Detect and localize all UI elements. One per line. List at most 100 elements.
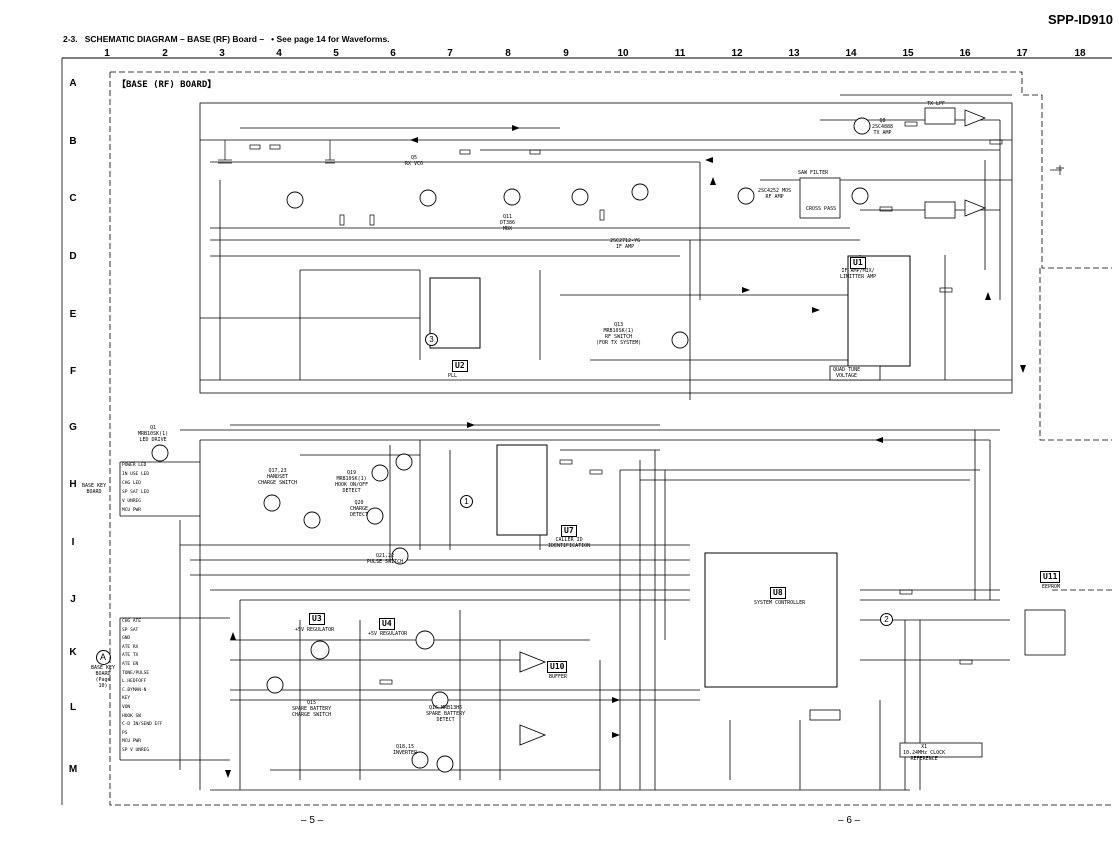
row-letter: L (69, 702, 77, 713)
ic-u2-description: PLL (448, 373, 458, 379)
ic-u1-label: U1 (850, 257, 866, 269)
ic-u4-label: U4 (379, 618, 395, 630)
base-key-pin-label: IN USE LED (122, 472, 150, 477)
ic-u3-description: +5V REGULATOR (295, 627, 335, 633)
connector-a-badge: A (95, 650, 111, 665)
connector-a-pin-label: ATE RX (122, 644, 139, 650)
column-number: 9 (563, 48, 569, 59)
clock-reference-label: X1 10.24MHz CLOCK REFERENCE (903, 744, 946, 762)
connector-a-pin-label: SP V UNREG (122, 748, 150, 753)
ic-u8-description: SYSTEM CONTROLLER (754, 600, 806, 606)
row-letter: I (71, 537, 75, 548)
spare-battery-detect: Q16 MRB13H5 SPARE BATTERY DETECT (426, 705, 466, 723)
ic-u11-label: U11 (1040, 571, 1061, 583)
quad-tune-label: QUAD TUNE VOLTAGE (833, 367, 861, 379)
column-number: 11 (674, 48, 686, 59)
rf-amp-transistor: 2SC4252 MOS RF AMP (758, 188, 792, 200)
base-key-pin-label: POWER LED (122, 463, 147, 468)
column-number: 3 (219, 48, 225, 59)
model-number: SPP-ID910 (1047, 12, 1113, 27)
diagram-title: SCHEMATIC DIAGRAM – BASE (RF) Board – (84, 34, 265, 44)
diagram-heading: 2-3. SCHEMATIC DIAGRAM – BASE (RF) Board… (63, 34, 390, 44)
connector-a-pin-label: MCU PWR (122, 739, 141, 745)
column-number: 10 (617, 48, 629, 59)
base-key-pin-label: SP SAT LED (122, 490, 150, 495)
base-key-pin-label: V UNREG (122, 499, 141, 504)
connector-a-pin-label: SP SAT (122, 627, 139, 633)
if-amp-transistor: 2SC2712-YG IF AMP (610, 238, 641, 250)
handset-charge-switch: Q17,23 HANDSET CHARGE SWITCH (258, 468, 298, 486)
row-letter: B (69, 136, 77, 147)
row-letter: A (69, 78, 77, 89)
column-number: 1 (104, 48, 110, 59)
connector-a-pin-label: ATE EN (122, 662, 139, 667)
row-letter: J (70, 594, 76, 605)
led-drive-transistor: Q1 MRB10SK(1) LED DRIVE (138, 425, 169, 443)
pulse-switch-transistor: Q21,22 PULSE SWITCH (367, 553, 404, 565)
row-letter: D (69, 251, 77, 262)
callout-2: 2 (880, 613, 893, 626)
ic-u1-description: IF AMP/MIX/ LIMITTER AMP (840, 268, 877, 280)
saw-filter-label: SAW FILTER (798, 170, 829, 176)
row-letter: G (69, 422, 77, 433)
callout-1: 1 (460, 495, 473, 508)
column-number: 2 (162, 48, 168, 59)
row-letter: H (69, 479, 77, 490)
connector-a-pin-label: C-D IN/SEND EFF (122, 722, 163, 728)
charge-detect-transistor: Q20 CHARGE DETECT (350, 500, 369, 518)
ic-u4-description: +5V REGULATOR (368, 631, 408, 637)
ic-u7-label: U7 (561, 525, 577, 537)
column-number: 4 (276, 48, 282, 59)
waveform-note: • See page 14 for Waveforms. (271, 34, 390, 44)
callout-3: 3 (425, 333, 438, 346)
row-letter: M (68, 764, 78, 775)
base-key-board-label: BASE KEY BOARD (82, 483, 107, 495)
ic-u11-description: EEPROM (1042, 584, 1061, 590)
tx-amp-transistor: Q8 2SC4888 TX AMP (872, 118, 894, 136)
row-letter: F (69, 366, 77, 377)
base-key-pin-label: MCU PWR (122, 508, 141, 513)
connector-a: A BASE KEY BOARD (Page 10) (88, 650, 118, 689)
row-letter: E (69, 309, 77, 320)
column-number: 7 (447, 48, 453, 59)
connector-a-pin-label: HOOK SW (122, 713, 141, 719)
row-letter: K (69, 647, 77, 658)
spare-battery-charge-switch: Q15 SPARE BATTERY CHARGE SWITCH (292, 700, 332, 718)
column-number: 17 (1016, 48, 1028, 59)
board-title: 【BASE (RF) BOARD】 (117, 80, 217, 90)
column-number: 16 (959, 48, 971, 59)
connector-a-pin-label: KEY (122, 696, 131, 702)
connector-a-pin-label: PS (122, 730, 128, 736)
section-number: 2-3. (63, 34, 78, 44)
connector-a-pin-label: C.BYMAN-N (122, 687, 147, 693)
column-number: 15 (902, 48, 914, 59)
cross-pass-label: CROSS PASS (806, 206, 837, 212)
column-number: 6 (390, 48, 396, 59)
mixer-transistor: Q11 DT386 MBX (500, 214, 516, 232)
column-number: 12 (731, 48, 743, 59)
tx-lpf-label: TX LPF (927, 101, 946, 107)
rx-vco-transistor: Q5 RX VCO (405, 155, 424, 167)
column-number: 5 (333, 48, 339, 59)
row-letter: C (69, 193, 77, 204)
ic-u2-label: U2 (452, 360, 468, 372)
ic-u3-label: U3 (309, 613, 325, 625)
connector-a-pin-label: ATE TX (122, 653, 139, 659)
rf-switch-transistor: Q13 MRB10SK(1) RF SWITCH (FOR TX SYSTEM) (596, 322, 642, 346)
connector-a-pin-label: GND (122, 636, 131, 642)
connector-a-pin-label: L.HEDFOFF (122, 679, 147, 685)
column-number: 8 (505, 48, 511, 59)
ic-u10-label: U10 (547, 661, 568, 673)
column-number: 14 (845, 48, 857, 59)
page-number-right: – 6 – (838, 815, 861, 826)
connector-a-pin-label: TONE/PULSE (122, 670, 150, 676)
ic-u7-description: CALLER ID IDENTIFICATION (548, 537, 591, 549)
page-number-left: – 5 – (301, 815, 324, 826)
base-key-pin-label: CHG LED (122, 481, 141, 486)
hook-detect-transistor: Q19 MRB10SK(1) HOOK ON/OFF DETECT (335, 470, 369, 494)
column-number: 18 (1074, 48, 1086, 59)
connector-a-pin-label: CHG ATE (122, 619, 141, 624)
connector-a-pin-label: VON (122, 705, 131, 710)
ic-u8-label: U8 (770, 587, 786, 599)
